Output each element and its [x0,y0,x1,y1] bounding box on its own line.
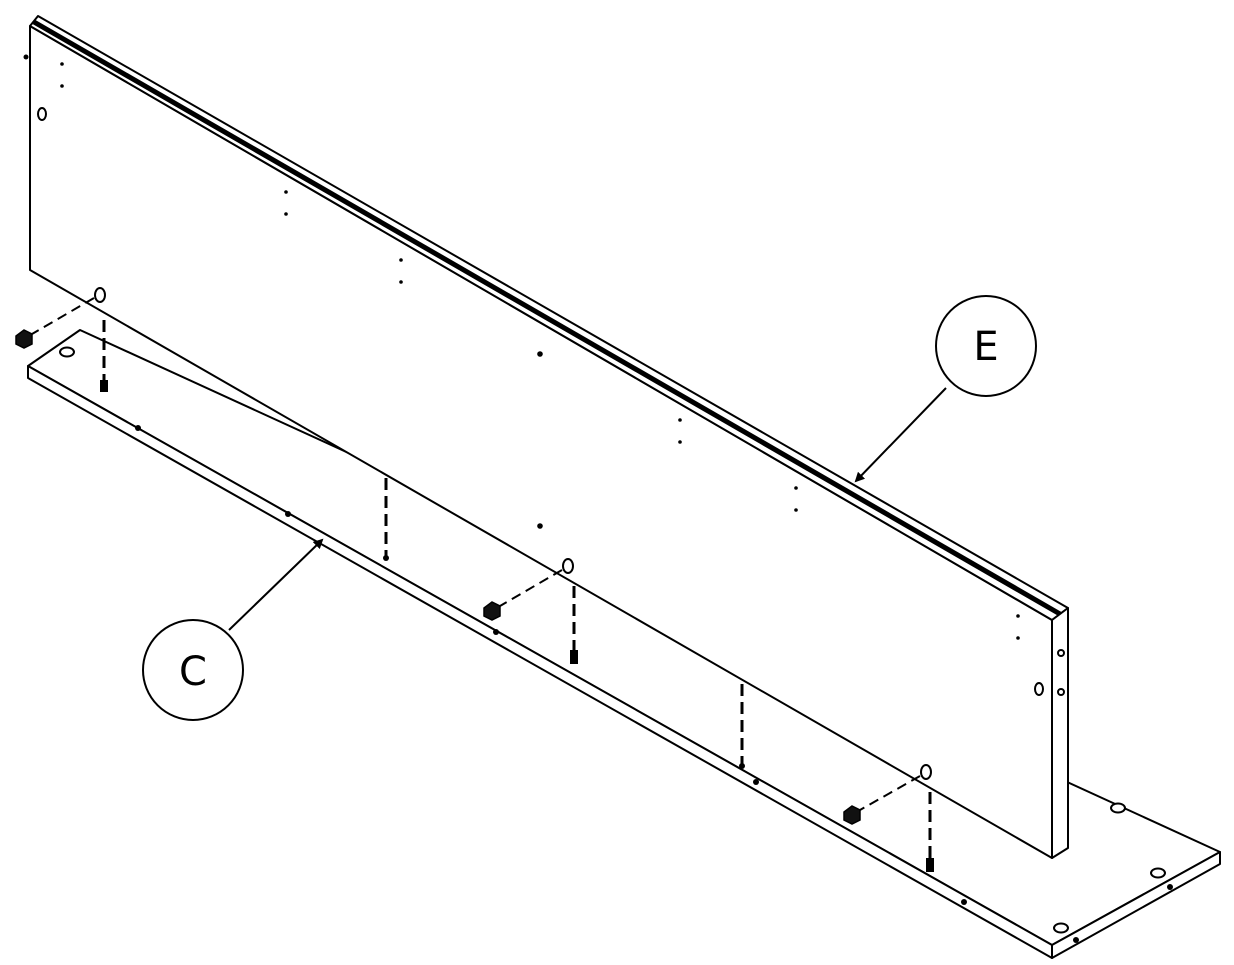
dowel-hole [739,763,745,769]
callout-c-circle [142,619,244,721]
panel-hole [1016,636,1020,640]
panel-end-hole [1057,649,1065,657]
panel-hole [399,258,403,262]
panel-large-hole [37,107,47,121]
panel-hole [794,486,798,490]
panel-hole [537,351,543,357]
panel-holes [60,62,1020,640]
base-board [27,329,1221,959]
edge-hole [1167,884,1173,890]
panel-hole [1016,614,1020,618]
panel-hole [284,212,288,216]
edge-hole [753,779,759,785]
base-edge-holes [135,425,1173,943]
panel-hole [537,523,543,529]
panel-large-holes [37,107,1065,696]
panel-end-face [1051,607,1069,859]
callout-e: E [854,295,1037,483]
callout-e-label: E [973,324,998,370]
panel-hole [794,508,798,512]
dowel-end [570,650,578,664]
dowel-end [926,858,934,872]
cam-lock-guide [859,775,921,811]
callout-c-label: C [179,649,207,695]
base-hole [59,346,75,358]
edge-hole [961,899,967,905]
dowel-hole [383,555,389,561]
cam-screw [483,601,501,621]
callout-c-leader [228,538,324,631]
cam-lock-ring [94,287,106,303]
callout-e-leader [854,387,947,483]
panel-large-hole [1034,682,1044,696]
edge-hole [1073,937,1079,943]
panel-hole [678,440,682,444]
dowel-ends [100,380,934,872]
cam-lock-guide [499,569,563,607]
cam-screw [15,329,33,349]
edge-hole [493,629,499,635]
panel-peg [23,54,29,60]
callout-e-circle [935,295,1037,397]
base-hole [1150,867,1166,879]
base-hole [1053,922,1069,934]
panel-end-hole [1057,688,1065,696]
callout-c: C [142,538,324,721]
base-hole [1110,802,1126,814]
panel-hole [399,280,403,284]
base-board-holes [59,346,1166,934]
panel-top-edge-line [32,19,1062,617]
dowel-end [100,380,108,392]
edge-hole [135,425,141,431]
cam-lock-ring [920,764,932,780]
edge-hole [285,511,291,517]
cam-screw [843,805,861,825]
panel-hole [284,190,288,194]
cam-lock-group-1 [15,287,106,349]
panel-hole [678,418,682,422]
cam-lock-ring [562,558,574,574]
cam-lock-group-2 [483,558,574,621]
base-board-end-edge [1051,851,1221,959]
panel-hole [60,84,64,88]
cam-lock-guide [31,297,95,335]
panel-hole [60,62,64,66]
cam-lock-group-3 [843,764,932,825]
